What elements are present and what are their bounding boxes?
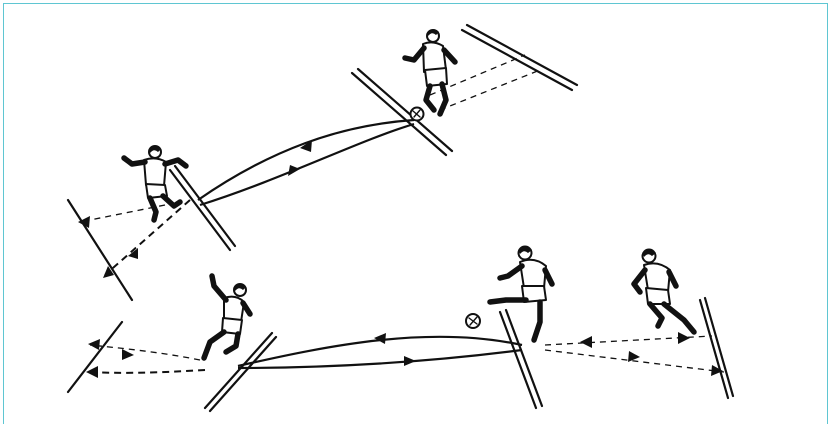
bottom-left-line-pair bbox=[205, 333, 276, 411]
bottom-center-line-pair bbox=[500, 310, 542, 408]
arrow-marker bbox=[300, 140, 312, 152]
dashed-run-line bbox=[545, 350, 724, 372]
arrow-marker bbox=[678, 332, 690, 344]
pass-arc bbox=[200, 124, 414, 205]
arrow-marker bbox=[88, 339, 100, 350]
arrow-marker bbox=[374, 333, 386, 344]
arrow-marker bbox=[288, 165, 300, 176]
left-boundary-line bbox=[68, 200, 132, 300]
dashed-run-line bbox=[105, 200, 190, 275]
player-top-center bbox=[405, 29, 455, 114]
player-bottom-center bbox=[490, 247, 552, 341]
top-right-line-pair bbox=[462, 25, 577, 90]
arrow-marker bbox=[404, 356, 416, 366]
player-top-left bbox=[124, 146, 186, 220]
arrow-marker bbox=[580, 336, 592, 348]
player-bottom-right bbox=[634, 250, 694, 333]
pass-arc bbox=[238, 350, 522, 368]
bottom-right-line-pair bbox=[700, 298, 733, 398]
dashed-run-line bbox=[440, 70, 540, 110]
arrow-marker bbox=[122, 349, 134, 360]
pass-arc bbox=[198, 120, 414, 200]
player-bottom-left bbox=[204, 276, 250, 358]
dashed-run-line bbox=[88, 370, 205, 373]
bottom-left-boundary bbox=[68, 322, 122, 392]
dashed-run-line bbox=[90, 345, 200, 360]
